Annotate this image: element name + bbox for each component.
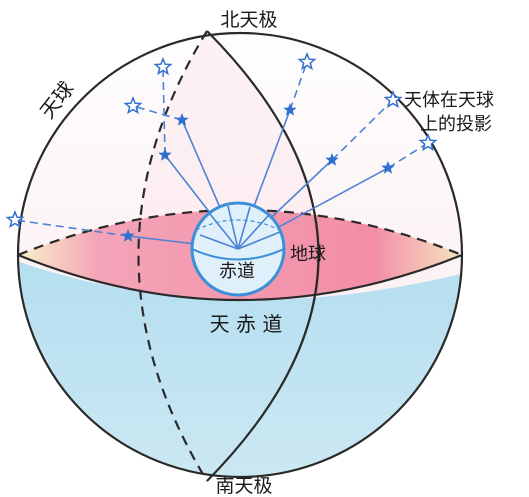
projected-star-icon (5, 209, 25, 229)
projected-star-icon (153, 56, 173, 76)
north-pole-label: 北天极 (220, 9, 277, 31)
celestial-body-star-icon (381, 161, 395, 174)
projected-star-icon (418, 132, 438, 152)
earth-ray-5 (237, 231, 281, 250)
stars-layer (5, 51, 438, 242)
meridian-front (206, 30, 320, 482)
ray-dashed-5 (387, 142, 429, 169)
earth-back-equator (195, 219, 281, 231)
meridian-back (137, 30, 208, 482)
projection-label-line1: 天体在天球 (404, 90, 494, 111)
ray-dashed-2 (132, 105, 183, 121)
projected-star-icon (123, 95, 143, 115)
celestial-body-star-icon (283, 103, 297, 116)
earth-ray-4 (237, 215, 269, 250)
earth-ray-3 (237, 206, 251, 250)
ray-dashed-6 (14, 219, 129, 237)
equator-label: 赤道 (219, 261, 255, 282)
earth-equator (191, 248, 285, 261)
ray-dashed-3 (289, 61, 308, 111)
projection-label-line2: 上的投影 (420, 114, 492, 135)
celestial-body-star-icon (325, 153, 339, 166)
earth-rays (199, 205, 281, 250)
earth-ray-6 (199, 234, 239, 250)
celestial-body-star-icon (121, 229, 135, 242)
ray-dashed-1 (162, 66, 166, 156)
celestial-body-star-icon (158, 148, 172, 161)
equator-front (17, 253, 463, 302)
ray-dashed-4 (331, 99, 394, 161)
celestial-equator-label: 天 赤 道 (210, 312, 283, 336)
celestial-body-star-icon (175, 113, 189, 126)
earth-ray-1 (209, 213, 239, 250)
projected-star-icon (297, 51, 317, 71)
projected-star-icon (383, 89, 403, 109)
earth-ray-2 (227, 205, 239, 250)
earth-label: 地球 (290, 244, 326, 265)
south-pole-label: 南天极 (215, 475, 272, 497)
